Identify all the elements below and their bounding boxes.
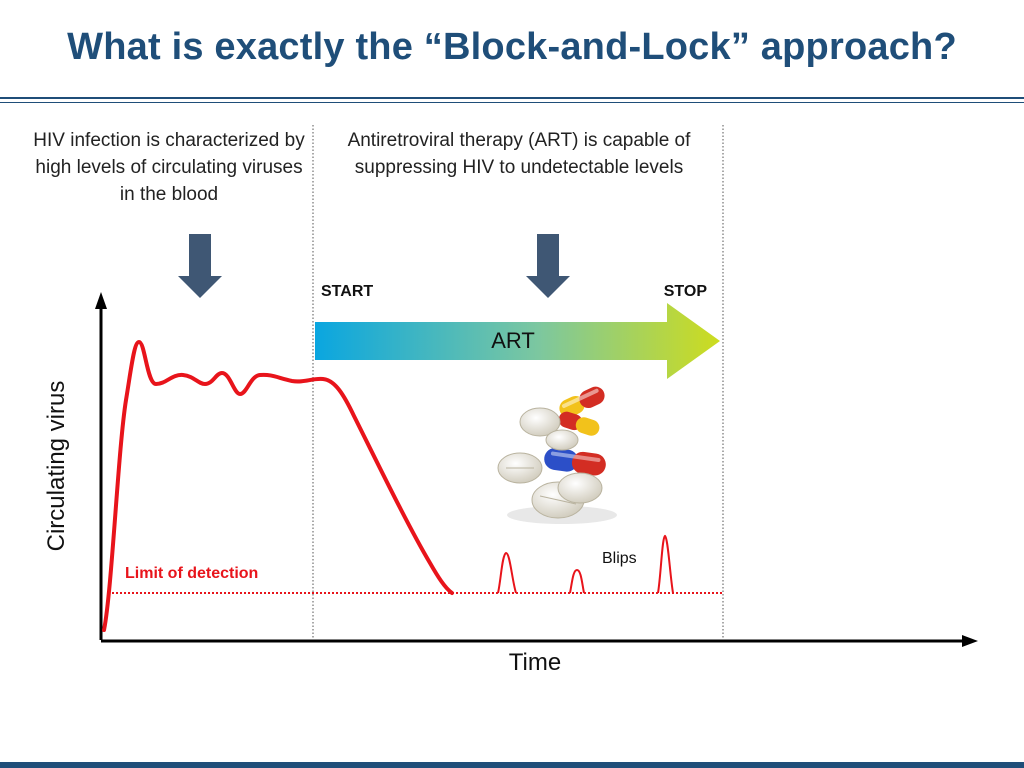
art-label: ART <box>491 328 535 353</box>
limit-of-detection-label: Limit of detection <box>125 565 258 582</box>
blip-3 <box>657 534 674 594</box>
tablet-icon <box>545 429 579 451</box>
start-label: START <box>321 283 373 300</box>
y-axis-label: Circulating virus <box>43 381 70 552</box>
title-underline-thin <box>0 102 1024 103</box>
footer-bar <box>0 762 1024 768</box>
art-arrow <box>315 303 720 379</box>
tablet-icon <box>519 407 561 437</box>
x-axis <box>101 635 978 647</box>
down-arrow-art <box>526 234 570 298</box>
blips-label: Blips <box>602 550 637 567</box>
x-axis-label: Time <box>509 649 561 676</box>
blue-red-capsule-icon <box>544 447 606 476</box>
blip-2 <box>569 568 585 594</box>
title-underline <box>0 97 1024 99</box>
infection-caption: HIV infection is characterized by high l… <box>33 130 305 205</box>
down-arrow-infection <box>178 234 222 298</box>
art-caption: Antiretroviral therapy (ART) is capable … <box>347 130 691 178</box>
tablet-icon <box>557 472 603 504</box>
viral-load-curve <box>102 340 454 632</box>
slide-title: What is exactly the “Block-and-Lock” app… <box>67 26 957 68</box>
yellow-red-capsule-small-icon <box>558 411 600 436</box>
y-axis <box>95 292 107 640</box>
stop-label: STOP <box>664 283 708 300</box>
pills-illustration <box>497 386 617 524</box>
blip-1 <box>497 551 517 594</box>
